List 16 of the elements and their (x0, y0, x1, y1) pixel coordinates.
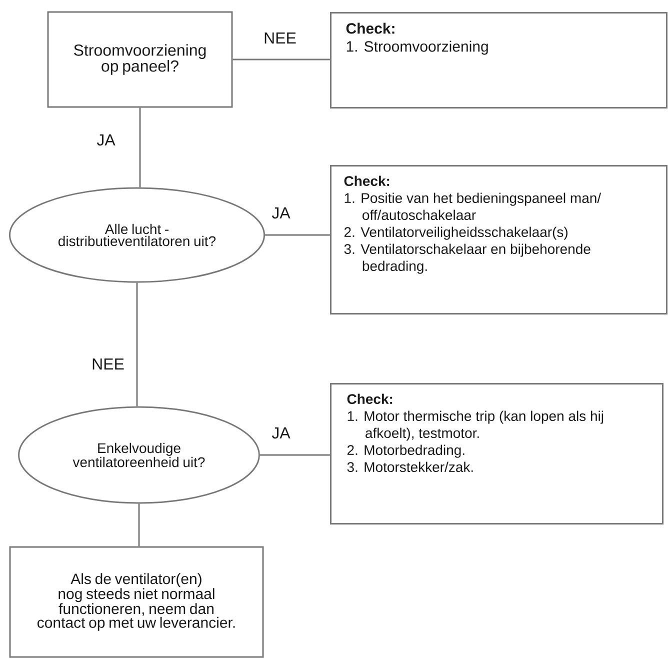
edge-label: NEE (90, 358, 126, 370)
process-box: Als de ventilator(en) nog steeds niet normaal functioneren, neem dan contact op met uw leverancier. (9, 546, 264, 658)
edge-label: JA (270, 426, 292, 440)
edge-label: NEE (262, 32, 298, 44)
edge-label: JA (96, 133, 116, 147)
check-box: Check: 1. Positie van het bedieningspaneel man/ off/autoschakelaar 2. Ventilatorveiligheidsschakelaar(s) 3. Ventilatorschakelaar en bijbehorende bedrading. (330, 165, 668, 314)
connector-line (138, 504, 140, 546)
edge-label: JA (270, 206, 292, 220)
check-box: Check: 1. Motor thermische trip (kan lopen als hij afkoelt), testmotor. 2. Motorbedrading. 3. Motorstekker/zak. (330, 383, 664, 524)
connector-line (136, 282, 138, 406)
process-box: Stroomvoorziening op paneel? (47, 11, 233, 108)
check-box: Check: 1. Stroomvoorziening (330, 12, 668, 108)
connector-line (139, 108, 141, 188)
connector-line (260, 454, 330, 456)
connector-line (265, 234, 330, 236)
connector-line (232, 58, 330, 60)
